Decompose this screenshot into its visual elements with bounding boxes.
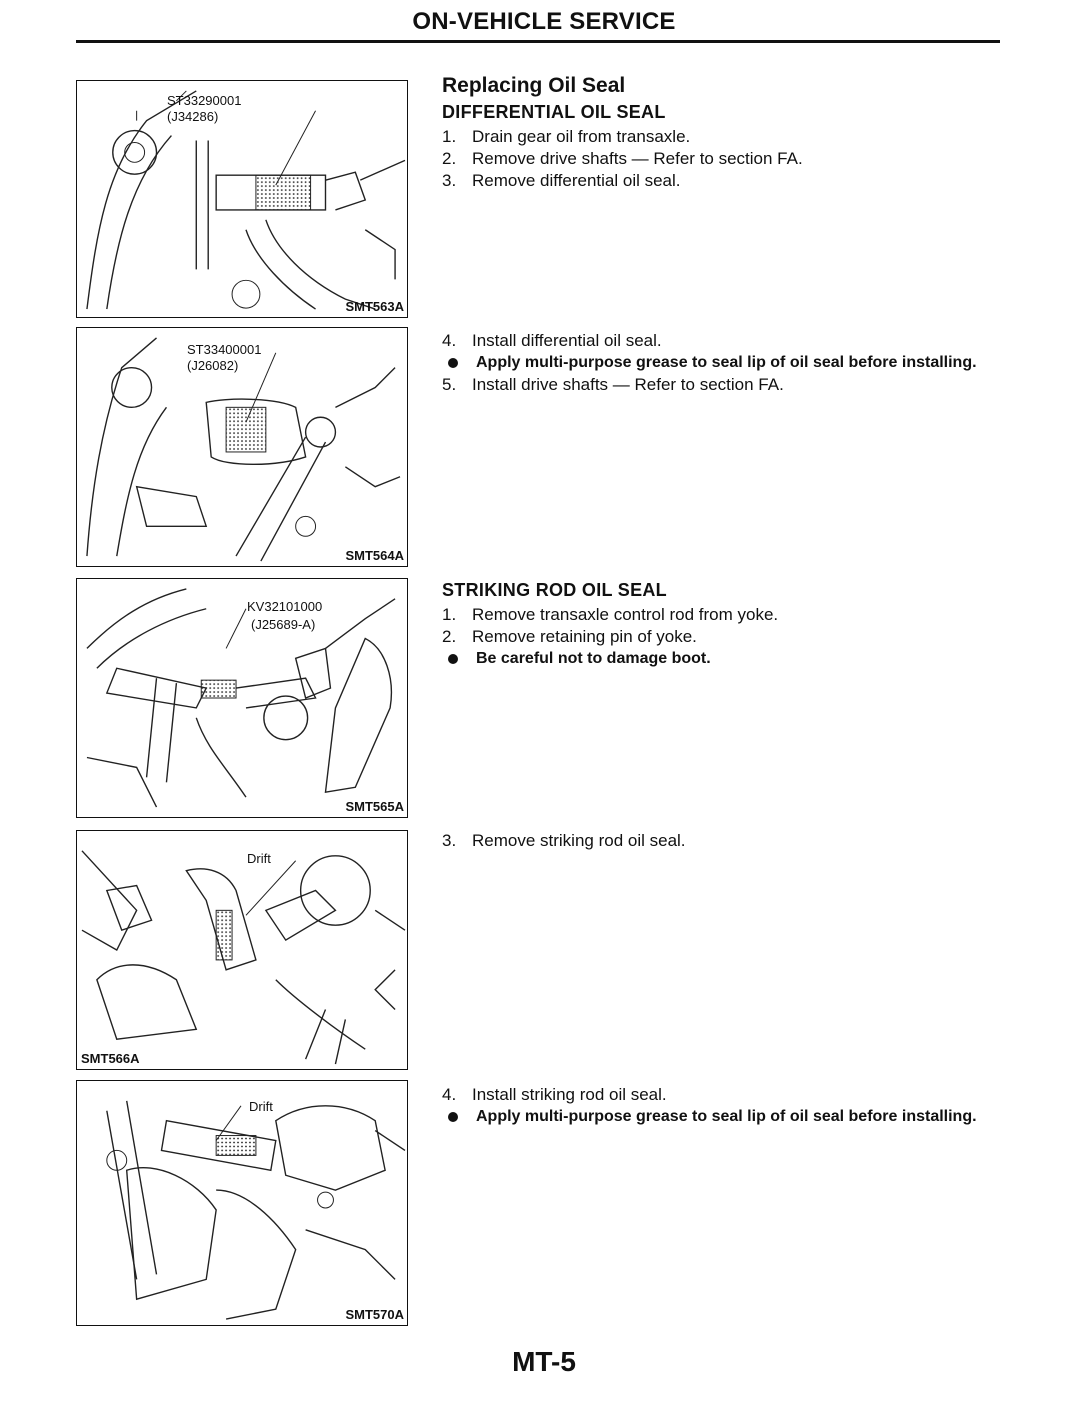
bullet-note: Apply multi-purpose grease to seal lip o… bbox=[442, 352, 1002, 374]
figure-id-label: SMT564A bbox=[345, 548, 404, 563]
striking-install-block: 4.Install striking rod oil seal. Apply m… bbox=[442, 1084, 1002, 1128]
step-item: 3.Remove striking rod oil seal. bbox=[442, 831, 686, 850]
figure-illustration bbox=[86, 90, 406, 310]
striking-remove-block: 3.Remove striking rod oil seal. bbox=[442, 830, 1002, 852]
figure-smt563a: ST33290001 (J34286) SMT563A bbox=[76, 80, 408, 318]
figure-callout: (J25689-A) bbox=[251, 617, 316, 632]
page-number: MT-5 bbox=[512, 1346, 576, 1377]
figure-smt566a: Drift SMT566A bbox=[76, 830, 408, 1070]
section-title: Replacing Oil Seal bbox=[442, 74, 626, 97]
figure-id-label: SMT563A bbox=[345, 299, 404, 314]
step-item: 2.Remove retaining pin of yoke. bbox=[442, 627, 697, 646]
differential-intro-block: Replacing Oil Seal DIFFERENTIAL OIL SEAL… bbox=[442, 74, 1002, 192]
figure-illustration bbox=[86, 337, 401, 562]
figure-illustration bbox=[106, 1100, 406, 1320]
bullet-icon bbox=[448, 1112, 458, 1122]
figure-smt565a: KV32101000 (J25689-A) SMT565A bbox=[76, 578, 408, 818]
figure-id-label: SMT565A bbox=[345, 799, 404, 814]
figure-callout: Drift bbox=[249, 1099, 273, 1114]
figure-callout: Drift bbox=[247, 851, 271, 866]
differential-install-block: 4.Install differential oil seal. Apply m… bbox=[442, 330, 1002, 396]
subsection-title-striking: STRIKING ROD OIL SEAL bbox=[442, 580, 667, 600]
step-item: 3.Remove differential oil seal. bbox=[442, 171, 681, 190]
bullet-icon bbox=[448, 358, 458, 368]
figure-illustration bbox=[86, 588, 396, 808]
step-item: 5.Install drive shafts — Refer to sectio… bbox=[442, 375, 784, 394]
figure-callout: ST33400001 bbox=[187, 342, 262, 357]
figure-callout: (J26082) bbox=[187, 358, 239, 373]
figure-id-label: SMT566A bbox=[81, 1051, 140, 1066]
bullet-note: Be careful not to damage boot. bbox=[442, 648, 1002, 670]
step-item: 1.Remove transaxle control rod from yoke… bbox=[442, 605, 779, 624]
figure-smt570a: Drift SMT570A bbox=[76, 1080, 408, 1326]
figure-callout: (J34286) bbox=[167, 109, 219, 124]
figure-callout: KV32101000 bbox=[247, 599, 323, 614]
step-item: 4.Install differential oil seal. bbox=[442, 331, 662, 350]
page-header: ON-VEHICLE SERVICE bbox=[412, 8, 676, 35]
figure-smt564a: ST33400001 (J26082) SMT564A bbox=[76, 327, 408, 567]
bullet-note: Apply multi-purpose grease to seal lip o… bbox=[442, 1106, 1002, 1128]
bullet-icon bbox=[448, 654, 458, 664]
figure-callout: ST33290001 bbox=[167, 93, 242, 108]
figure-id-label: SMT570A bbox=[345, 1307, 404, 1322]
subsection-title-differential: DIFFERENTIAL OIL SEAL bbox=[442, 102, 666, 122]
step-item: 4.Install striking rod oil seal. bbox=[442, 1085, 667, 1104]
step-item: 2.Remove drive shafts — Refer to section… bbox=[442, 149, 803, 168]
striking-intro-block: STRIKING ROD OIL SEAL 1.Remove transaxle… bbox=[442, 580, 1002, 670]
header-rule bbox=[76, 40, 1000, 43]
step-item: 1.Drain gear oil from transaxle. bbox=[442, 127, 691, 146]
figure-illustration bbox=[81, 850, 406, 1065]
